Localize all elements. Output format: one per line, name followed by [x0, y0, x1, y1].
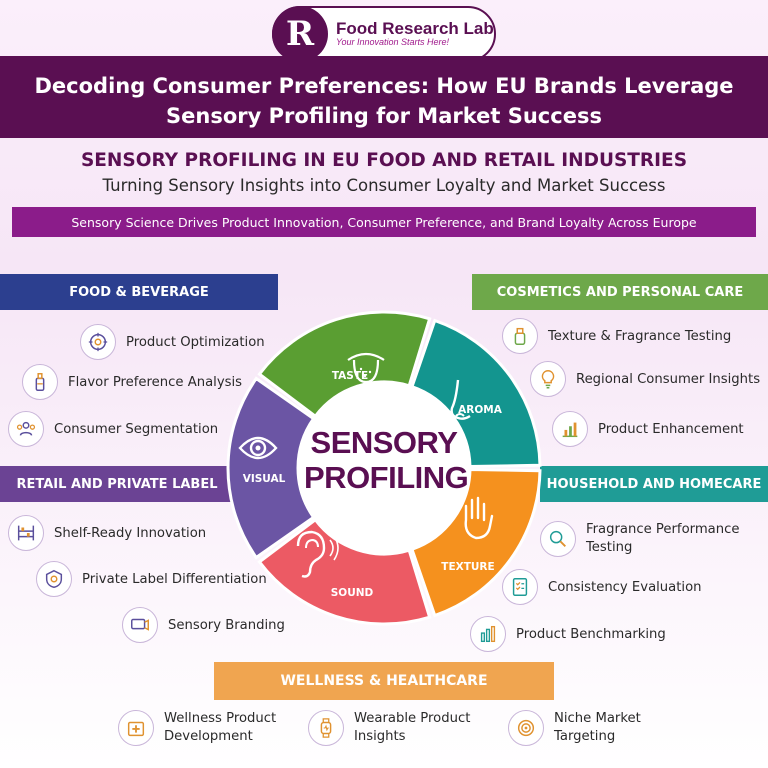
list-item: Regional Consumer Insights: [530, 361, 760, 397]
target-icon: [508, 710, 544, 747]
item-label-line1: Wearable Product: [354, 711, 471, 726]
benchmark-chart-icon: [470, 616, 506, 652]
logo-tagline: Your Innovation Starts Here!: [336, 37, 450, 48]
nose-icon: [450, 379, 471, 420]
segmentation-people-icon: [8, 411, 44, 447]
list-item: Texture & Fragrance Testing: [502, 318, 731, 354]
item-label-line1: Niche Market: [554, 711, 641, 726]
list-item: Product Optimization: [80, 324, 265, 360]
list-item: Sensory Branding: [122, 607, 285, 643]
segment-label-taste: TASTE: [331, 370, 369, 382]
hand-icon: [464, 496, 494, 540]
item-label-line1: Wellness Product: [164, 711, 277, 726]
item-label-line2: Development: [164, 729, 253, 745]
category-retail: RETAIL AND PRIVATE LABEL: [0, 466, 234, 502]
shelf-icon: [8, 515, 44, 551]
logo-name: Food Research Lab: [336, 19, 494, 39]
wheel-center: [298, 382, 470, 554]
item-label: Shelf-Ready Innovation: [54, 525, 207, 541]
branding-icon: [122, 607, 158, 643]
list-item: Niche Market Targeting: [508, 710, 641, 747]
list-item: Fragrance Performance Testing: [540, 521, 739, 558]
item-label: Product Benchmarking: [516, 626, 666, 642]
eye-icon: [238, 436, 278, 460]
item-label: Sensory Branding: [168, 617, 285, 633]
item-label: Consumer Segmentation: [54, 421, 219, 437]
sensory-wheel: [226, 310, 542, 626]
segment-label-visual: VISUAL: [242, 473, 286, 485]
list-item: Private Label Differentiation: [36, 561, 267, 597]
insights-bulb-icon: [530, 361, 566, 397]
item-label-line2: Targeting: [554, 729, 616, 745]
segment-label-texture: TEXTURE: [441, 561, 495, 573]
section-title: SENSORY PROFILING IN EU FOOD AND RETAIL …: [80, 150, 688, 171]
enhancement-chart-icon: [552, 411, 588, 447]
banner: Sensory Science Drives Product Innovatio…: [12, 207, 756, 237]
list-item: Consistency Evaluation: [502, 569, 702, 605]
page-title: Decoding Consumer Preferences: How EU Br…: [0, 56, 768, 138]
list-item: Product Enhancement: [552, 411, 744, 447]
item-label: Texture & Fragrance Testing: [548, 328, 732, 344]
list-item: Wellness Product Development: [118, 710, 276, 747]
logo-mark: R: [272, 6, 328, 62]
item-label: Consistency Evaluation: [548, 579, 702, 595]
item-label-line2: Testing: [586, 540, 633, 556]
item-label: Product Optimization: [126, 334, 265, 350]
list-item: Shelf-Ready Innovation: [8, 515, 206, 551]
wearable-icon: [308, 710, 344, 747]
wheel-center-title: SENSORY PROFILING: [304, 425, 469, 495]
checklist-icon: [502, 569, 538, 605]
optimization-icon: [80, 324, 116, 360]
segment-label-sound: SOUND: [330, 587, 374, 599]
list-item: Product Benchmarking: [470, 616, 666, 652]
category-cosmetics: COSMETICS AND PERSONAL CARE: [472, 274, 768, 310]
list-item: Consumer Segmentation: [8, 411, 218, 447]
item-label-line2: Insights: [354, 729, 406, 745]
logo: R Food Research Lab Your Innovation Star…: [272, 6, 496, 62]
fragrance-magnifier-icon: [540, 521, 576, 558]
item-label: Private Label Differentiation: [82, 571, 267, 587]
item-label-line1: Fragrance Performance: [586, 522, 740, 537]
segment-label-aroma: AROMA: [458, 404, 502, 416]
category-food-beverage: FOOD & BEVERAGE: [0, 274, 278, 310]
tongue-icon: [347, 352, 385, 384]
item-label: Regional Consumer Insights: [576, 371, 761, 387]
wellness-box-icon: [118, 710, 154, 747]
list-item: Wearable Product Insights: [308, 710, 470, 747]
list-item: Flavor Preference Analysis: [22, 364, 242, 400]
category-wellness: WELLNESS & HEALTHCARE: [214, 662, 554, 700]
private-label-icon: [36, 561, 72, 597]
texture-bottle-icon: [502, 318, 538, 354]
category-household: HOUSEHOLD AND HOMECARE: [540, 466, 768, 502]
ear-icon: [296, 530, 339, 578]
item-label: Product Enhancement: [598, 421, 744, 437]
section-subtitle: Turning Sensory Insights into Consumer L…: [102, 176, 666, 195]
flavor-bottle-icon: [22, 364, 58, 400]
item-label: Flavor Preference Analysis: [68, 374, 243, 390]
